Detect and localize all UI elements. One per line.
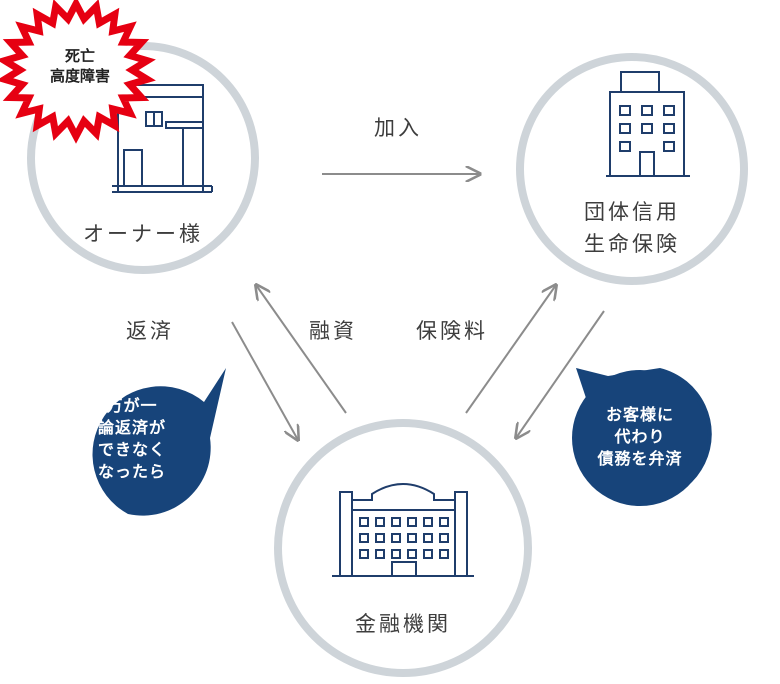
right-bubble-line: 代わり bbox=[614, 427, 666, 446]
premium-arrow bbox=[465, 285, 556, 414]
office-building-icon bbox=[606, 71, 690, 177]
repay-arrow bbox=[231, 321, 298, 440]
repay-label: 返済 bbox=[126, 319, 174, 343]
burst-line1: 死亡 bbox=[64, 47, 95, 65]
right-bubble-line: お客様に bbox=[605, 405, 674, 424]
left-speech-bubble bbox=[92, 368, 226, 516]
join-label: 加入 bbox=[374, 116, 422, 140]
burst-line2: 高度障害 bbox=[49, 67, 110, 85]
owner-label: オーナー様 bbox=[83, 222, 203, 246]
insurance-circle bbox=[516, 53, 748, 285]
alert-burst-icon bbox=[0, 0, 156, 144]
insurance-label-line2: 生命保険 bbox=[584, 232, 680, 256]
right-bubble-text: お客様に 代わり 債務を弁済 bbox=[580, 404, 700, 470]
left-bubble-line: なったら bbox=[97, 462, 166, 481]
loan-arrow bbox=[256, 285, 347, 414]
left-bubble-line: できなく bbox=[97, 440, 166, 459]
bank-circle bbox=[274, 419, 532, 677]
right-speech-bubble bbox=[572, 370, 708, 506]
bank-building-icon bbox=[332, 483, 474, 577]
bank-label: 金融機関 bbox=[355, 612, 451, 636]
insurance-label: 団体信用 生命保険 bbox=[572, 196, 692, 260]
left-bubble-line: 論返済が bbox=[97, 418, 166, 437]
left-bubble-text: 万が一 論返済が できなく なったら bbox=[82, 395, 182, 483]
alert-burst-text: 死亡 高度障害 bbox=[20, 46, 140, 86]
left-bubble-line: 万が一 bbox=[106, 396, 158, 415]
right-bubble-line: 債務を弁済 bbox=[597, 449, 683, 468]
loan-label: 融資 bbox=[309, 319, 357, 343]
payoff-arrow bbox=[516, 310, 605, 438]
insurance-label-line1: 団体信用 bbox=[584, 200, 680, 224]
premium-label: 保険料 bbox=[416, 319, 488, 343]
